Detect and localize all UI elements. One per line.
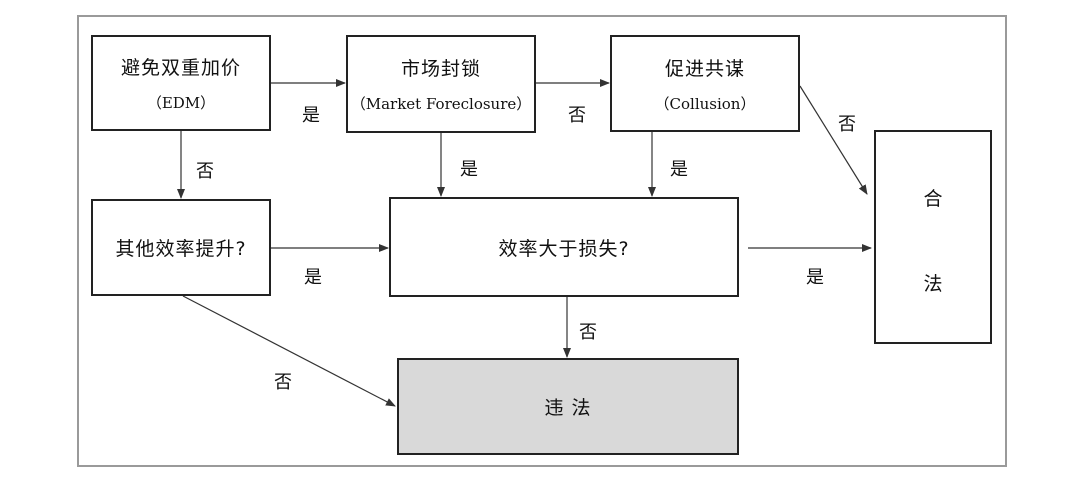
node-illegal-title: 违 法 bbox=[544, 397, 592, 419]
edge-label-eff-to-legal: 是 bbox=[806, 267, 824, 288]
node-illegal: 违 法 bbox=[397, 358, 739, 455]
edge-label-col-to-legal: 否 bbox=[838, 114, 856, 135]
node-market-foreclosure-title: 市场封锁 bbox=[400, 58, 481, 80]
diagram-frame bbox=[77, 15, 1007, 467]
edge-label-mf-to-col: 否 bbox=[568, 105, 586, 126]
edge-col-to-legal bbox=[799, 85, 868, 195]
node-edm: 避免双重加价 （EDM） bbox=[91, 35, 271, 131]
edge-label-eff-to-illegal: 否 bbox=[579, 322, 597, 343]
node-collusion-title: 促进共谋 bbox=[664, 57, 745, 80]
node-legal-line1: 合 bbox=[923, 188, 943, 210]
node-market-foreclosure-subtitle: （Market Foreclosure） bbox=[350, 95, 532, 113]
node-legal-line2: 法 bbox=[923, 273, 943, 295]
edge-label-edm-to-mf: 是 bbox=[302, 105, 320, 126]
node-legal: 合 法 bbox=[874, 130, 992, 344]
edge-other-to-illegal bbox=[182, 295, 396, 407]
edge-label-other-to-eff: 是 bbox=[304, 267, 322, 288]
node-efficiency-vs-loss-title: 效率大于损失? bbox=[498, 237, 630, 260]
node-other-efficiency-title: 其他效率提升? bbox=[115, 238, 247, 260]
edge-label-mf-to-eff: 是 bbox=[460, 159, 478, 180]
node-edm-subtitle: （EDM） bbox=[146, 94, 216, 112]
node-other-efficiency: 其他效率提升? bbox=[91, 199, 271, 296]
edge-label-col-to-eff: 是 bbox=[670, 159, 688, 180]
node-efficiency-vs-loss: 效率大于损失? bbox=[389, 197, 739, 297]
edge-label-edm-to-other: 否 bbox=[196, 161, 214, 182]
edge-label-other-to-illegal: 否 bbox=[274, 372, 292, 393]
node-market-foreclosure: 市场封锁 （Market Foreclosure） bbox=[346, 35, 536, 133]
node-edm-title: 避免双重加价 bbox=[120, 57, 241, 79]
node-collusion: 促进共谋 （Collusion） bbox=[610, 35, 800, 132]
node-collusion-subtitle: （Collusion） bbox=[654, 94, 756, 113]
